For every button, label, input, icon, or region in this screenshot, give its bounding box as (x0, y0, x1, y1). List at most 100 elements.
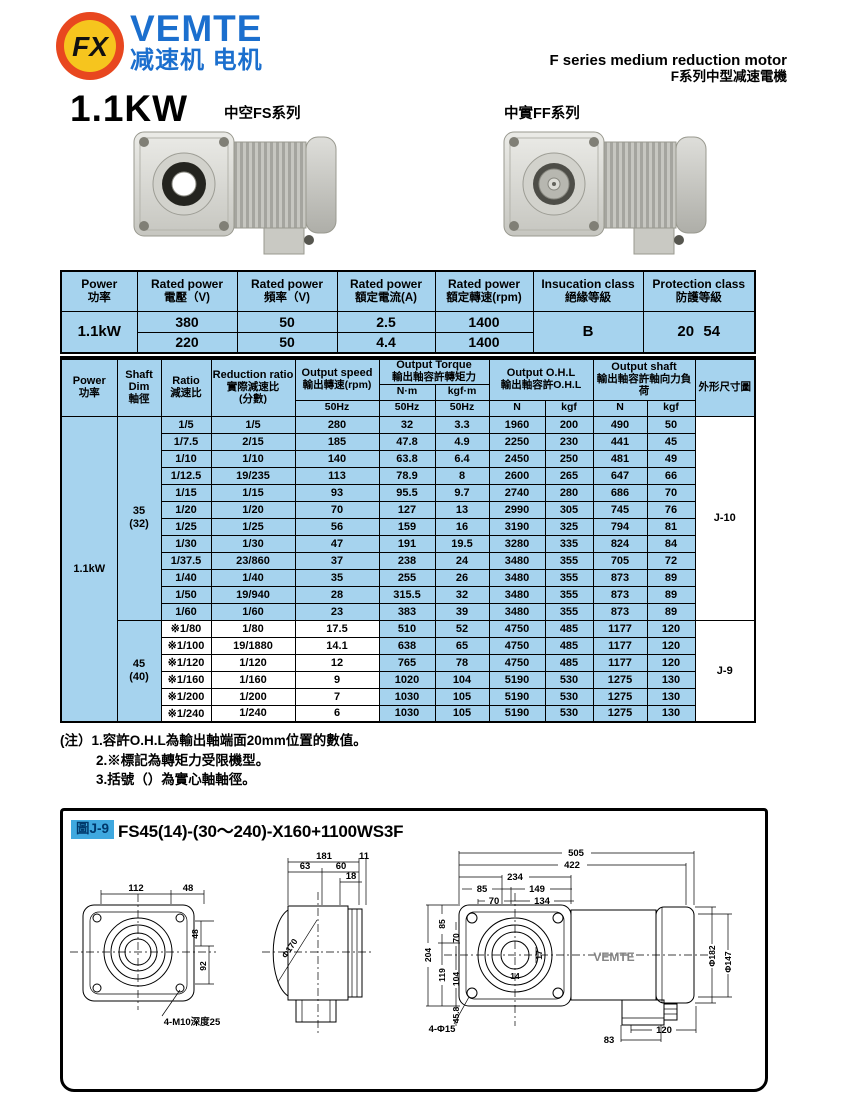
cell-torque-kgfm: 24 (434, 551, 490, 570)
cell-axial-n: 1275 (592, 670, 648, 689)
cell-reduction: 1/60 (210, 602, 296, 621)
cell-ohl-kgf: 250 (544, 449, 594, 468)
cell-axial-n: 745 (592, 500, 648, 519)
drawing-model-title: FS45(14)-(30～240)-X160+1100WS3F (118, 822, 404, 841)
cell-torque-kgfm: 9.7 (434, 483, 490, 502)
logo-monogram-icon: FX (72, 31, 110, 62)
cell-reduction: 1/25 (210, 517, 296, 536)
cell-torque-nm: 383 (378, 602, 436, 621)
cell-axial-n: 824 (592, 534, 648, 553)
cell-speed: 12 (294, 653, 380, 672)
cell-speed: 140 (294, 449, 380, 468)
cell-reduction: 2/15 (210, 432, 296, 451)
cell-reduction: 19/235 (210, 466, 296, 485)
note-3: 3.括號（）為實心軸軸徑。 (96, 772, 256, 788)
perf-shaft-cell: 35(32) (116, 415, 162, 621)
cell-ohl-kgf: 305 (544, 500, 594, 519)
cell-ohl-kgf: 355 (544, 568, 594, 587)
cell-torque-nm: 315.5 (378, 585, 436, 604)
motor-brand-label: VEMTE (593, 950, 634, 964)
dimension-drawing-box: 圖J-9 FS45(14)-(30～240)-X160+1100WS3F 112… (60, 808, 768, 1092)
cell-torque-kgfm: 19.5 (434, 534, 490, 553)
cell-ohl-kgf: 355 (544, 585, 594, 604)
cell-torque-kgfm: 8 (434, 466, 490, 485)
cell-axial-kgf: 130 (646, 704, 696, 723)
cell-speed: 9 (294, 670, 380, 689)
cell-reduction: 1/240 (210, 704, 296, 723)
cell-speed: 113 (294, 466, 380, 485)
cell-torque-nm: 638 (378, 636, 436, 655)
caption-fs-series: 中空FS系列 (224, 106, 301, 122)
cell-torque-kgfm: 6.4 (434, 449, 490, 468)
dim-side-63: 63 (300, 861, 311, 872)
brand-block: VEMTE 减速机 电机 (130, 10, 263, 73)
dim-side-11: 11 (359, 851, 370, 862)
dim-asm-dia147: Φ147 (723, 951, 733, 972)
cell-torque-kgfm: 105 (434, 687, 490, 706)
cell-axial-n: 1275 (592, 704, 648, 723)
cell-ohl-kgf: 485 (544, 653, 594, 672)
cell-ratio: ※1/100 (160, 636, 212, 655)
dim-asm-119: 119 (437, 968, 447, 982)
side-view: Φ170 181 11 63 60 18 (262, 851, 374, 1034)
cell-torque-kgfm: 65 (434, 636, 490, 655)
cell-ohl-kgf: 280 (544, 483, 594, 502)
cell-ratio: 1/7.5 (160, 432, 212, 451)
cell-ratio: ※1/160 (160, 670, 212, 689)
cell-reduction: 1/5 (210, 415, 296, 434)
perf-ax-n: N (592, 399, 648, 417)
cell-reduction: 1/15 (210, 483, 296, 502)
cell-axial-n: 1177 (592, 619, 648, 638)
cell-speed: 28 (294, 585, 380, 604)
power-rating-title: 1.1KW (70, 88, 189, 129)
spec-cell: 50 (236, 310, 338, 333)
cell-speed: 14.1 (294, 636, 380, 655)
cell-speed: 17.5 (294, 619, 380, 638)
footnotes: (注）1.容許O.H.L為輸出軸端面20mm位置的數值。 2.※標記為轉矩力受限… (60, 731, 367, 790)
cell-axial-n: 441 (592, 432, 648, 451)
cell-axial-kgf: 130 (646, 670, 696, 689)
cell-axial-kgf: 49 (646, 449, 696, 468)
cell-axial-kgf: 72 (646, 551, 696, 570)
spec-insulation-value: B (532, 310, 644, 354)
perf-ohl-kgf: kgf (544, 399, 594, 417)
cell-speed: 6 (294, 704, 380, 723)
cell-reduction: 1/10 (210, 449, 296, 468)
spec-cell: 380 (136, 310, 238, 333)
cell-ohl-n: 2250 (488, 432, 546, 451)
cell-torque-nm: 63.8 (378, 449, 436, 468)
dim-front-48-right: 48 (190, 929, 200, 939)
cell-ohl-kgf: 485 (544, 636, 594, 655)
perf-col-dimref: 外形尺寸圖 (694, 357, 756, 417)
cell-axial-n: 1177 (592, 653, 648, 672)
dim-asm-85-top: 85 (477, 884, 488, 895)
dim-front-bolts: 4-M10深度25 (164, 1016, 221, 1028)
perf-header-row3: 50Hz 50Hz 50Hz N kgf N kgf (61, 399, 755, 417)
cell-torque-nm: 1030 (378, 687, 436, 706)
cell-torque-nm: 1020 (378, 670, 436, 689)
cell-ohl-n: 3190 (488, 517, 546, 536)
perf-col-kgfm: kgf·m (434, 383, 490, 401)
cell-ratio: 1/12.5 (160, 466, 212, 485)
cell-ohl-kgf: 530 (544, 704, 594, 723)
dim-asm-204: 204 (423, 948, 433, 962)
cell-axial-kgf: 45 (646, 432, 696, 451)
cell-ohl-n: 3480 (488, 568, 546, 587)
dim-asm-104: 104 (451, 972, 461, 986)
assembly-view: VEMTE 505 422 234 85 149 (423, 848, 733, 1046)
dim-front-92: 92 (198, 961, 208, 971)
dim-asm-70-left: 70 (451, 933, 461, 943)
cell-torque-nm: 238 (378, 551, 436, 570)
